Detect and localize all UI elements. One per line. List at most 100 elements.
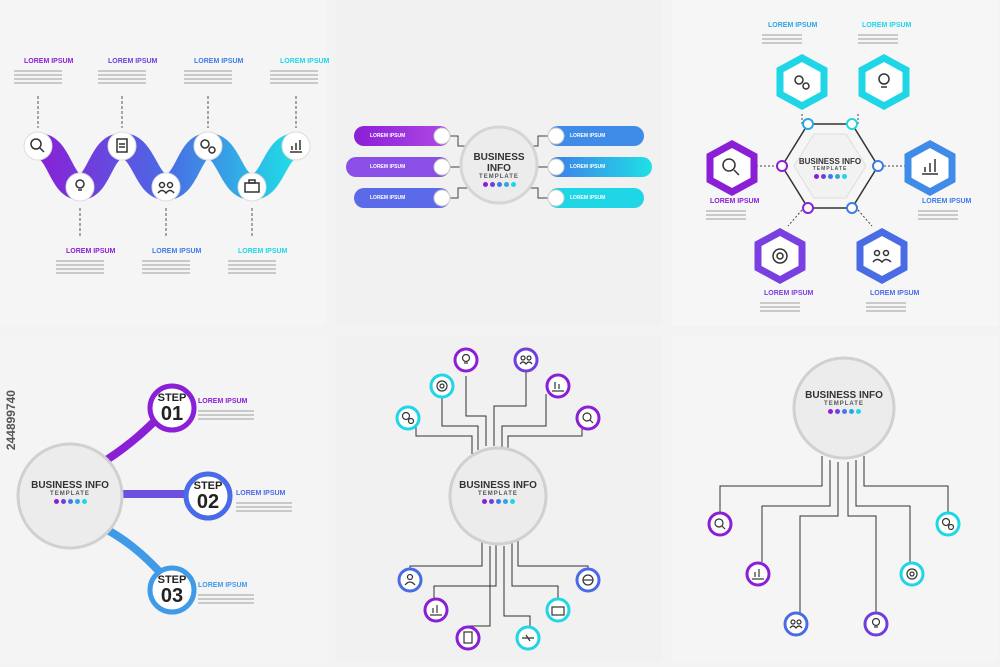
hex-top-right <box>858 54 910 110</box>
pill-left-3 <box>354 188 450 208</box>
pill-label-r2: LOREM IPSUM <box>570 164 606 170</box>
pill-label-r3: LOREM IPSUM <box>570 195 606 201</box>
timeline-node-3 <box>107 131 137 161</box>
step-circle-1 <box>147 383 197 433</box>
label-lorem-4: LOREM IPSUM <box>280 58 330 65</box>
center-title-block-4: BUSINESS INFO TEMPLATE <box>28 480 112 504</box>
lightbulb-icon <box>871 617 881 628</box>
bar-chart-icon <box>552 382 564 392</box>
timeline-node-1 <box>23 131 53 161</box>
center-hexagon <box>793 133 867 199</box>
label-lorem-3: LOREM IPSUM <box>194 58 244 65</box>
hex-bottom-left <box>754 228 806 284</box>
hex-label-4: LOREM IPSUM <box>922 198 972 205</box>
hex-label-2: LOREM IPSUM <box>862 22 912 29</box>
label-lorem-5: LOREM IPSUM <box>66 248 116 255</box>
panel-wave-timeline: LOREM IPSUM LOREM IPSUM LOREM IPSUM LORE… <box>0 0 330 326</box>
magnifier-icon <box>722 158 740 176</box>
people-icon <box>872 249 892 264</box>
step-label-1: LOREM IPSUM <box>198 398 248 405</box>
hex-bottom-right <box>856 228 908 284</box>
people-icon <box>157 181 175 195</box>
step-label-2: LOREM IPSUM <box>236 490 286 497</box>
business-info-title: BUSINESS INFO <box>798 157 862 166</box>
wave-timeline-graphic <box>23 96 311 238</box>
briefcase-icon <box>244 179 260 193</box>
step-circle-2 <box>183 471 233 521</box>
center-circle <box>792 356 896 460</box>
globe-icon <box>582 574 594 586</box>
center-title-block-6: BUSINESS INFO TEMPLATE <box>802 390 886 414</box>
pill-left-2 <box>346 157 450 177</box>
steps-graphic <box>16 383 233 615</box>
template-subtitle: TEMPLATE <box>824 401 864 407</box>
label-lorem-2: LOREM IPSUM <box>108 58 158 65</box>
magnifier-icon <box>30 138 45 153</box>
bar-chart-icon <box>752 569 764 580</box>
business-info-title: BUSINESS INFO <box>473 152 525 174</box>
gears-icon <box>401 411 415 425</box>
center-circle <box>459 125 539 205</box>
pill-label-r1: LOREM IPSUM <box>570 133 606 139</box>
step-circle-3 <box>147 565 197 615</box>
step-label-3: LOREM IPSUM <box>198 582 248 589</box>
handshake-icon <box>522 634 534 642</box>
user-icon <box>404 573 416 586</box>
target-icon <box>772 248 788 264</box>
hex-label-6: LOREM IPSUM <box>870 290 920 297</box>
panel-circuit: BUSINESS INFO TEMPLATE <box>336 336 662 662</box>
center-title-block-5: BUSINESS INFO TEMPLATE <box>456 480 540 504</box>
panel-branches: BUSINESS INFO TEMPLATE <box>672 336 998 662</box>
business-info-title: BUSINESS INFO <box>805 390 883 401</box>
center-circle <box>16 442 124 550</box>
pills-graphic <box>346 125 652 208</box>
center-title-block: BUSINESS INFO TEMPLATE <box>461 152 537 187</box>
template-subtitle: TEMPLATE <box>812 166 848 172</box>
label-lorem-6: LOREM IPSUM <box>152 248 202 255</box>
pill-right-3 <box>548 188 644 208</box>
hex-left <box>706 140 758 196</box>
target-icon <box>906 568 918 580</box>
pill-right-2 <box>548 157 652 177</box>
magnifier-icon <box>582 412 594 424</box>
people-icon <box>789 619 803 629</box>
template-subtitle: TEMPLATE <box>479 174 519 180</box>
bar-chart-icon <box>290 140 302 153</box>
timeline-node-2 <box>65 172 95 202</box>
gears-icon <box>794 75 810 90</box>
timeline-node-4 <box>151 172 181 202</box>
pill-left-1 <box>354 126 450 146</box>
gears-icon <box>200 139 216 154</box>
target-icon <box>436 380 448 392</box>
timeline-node-6 <box>237 172 267 202</box>
lightbulb-icon <box>75 179 85 191</box>
label-lorem-1: LOREM IPSUM <box>24 58 74 65</box>
hexagon-graphic <box>706 54 956 284</box>
label-lorem-7: LOREM IPSUM <box>238 248 288 255</box>
pill-label-l3: LOREM IPSUM <box>370 195 406 201</box>
business-info-title: BUSINESS INFO <box>31 480 109 491</box>
center-circle <box>448 446 548 546</box>
stock-id-watermark: 244899740 <box>4 390 18 451</box>
panel-hexagons: BUSINESS INFO TEMPLATE LOREM IPSUM LOREM… <box>672 0 998 326</box>
template-subtitle: TEMPLATE <box>50 491 90 497</box>
lightbulb-icon <box>878 73 890 88</box>
gears-icon <box>941 517 955 531</box>
magnifier-icon <box>714 518 726 530</box>
bar-chart-icon <box>430 605 442 616</box>
center-title-block-3: BUSINESS INFO TEMPLATE <box>794 157 866 179</box>
pill-right-1 <box>548 126 644 146</box>
circuit-graphic <box>395 347 601 651</box>
pill-label-l2: LOREM IPSUM <box>370 164 406 170</box>
business-info-title: BUSINESS INFO <box>459 480 537 491</box>
panel-pills: BUSINESS INFO TEMPLATE LOREM IPSUM LOREM… <box>336 0 662 326</box>
people-icon <box>519 355 533 365</box>
clipboard-icon <box>463 631 473 644</box>
pill-label-l1: LOREM IPSUM <box>370 133 406 139</box>
hex-label-5: LOREM IPSUM <box>764 290 814 297</box>
hex-label-3: LOREM IPSUM <box>710 198 760 205</box>
